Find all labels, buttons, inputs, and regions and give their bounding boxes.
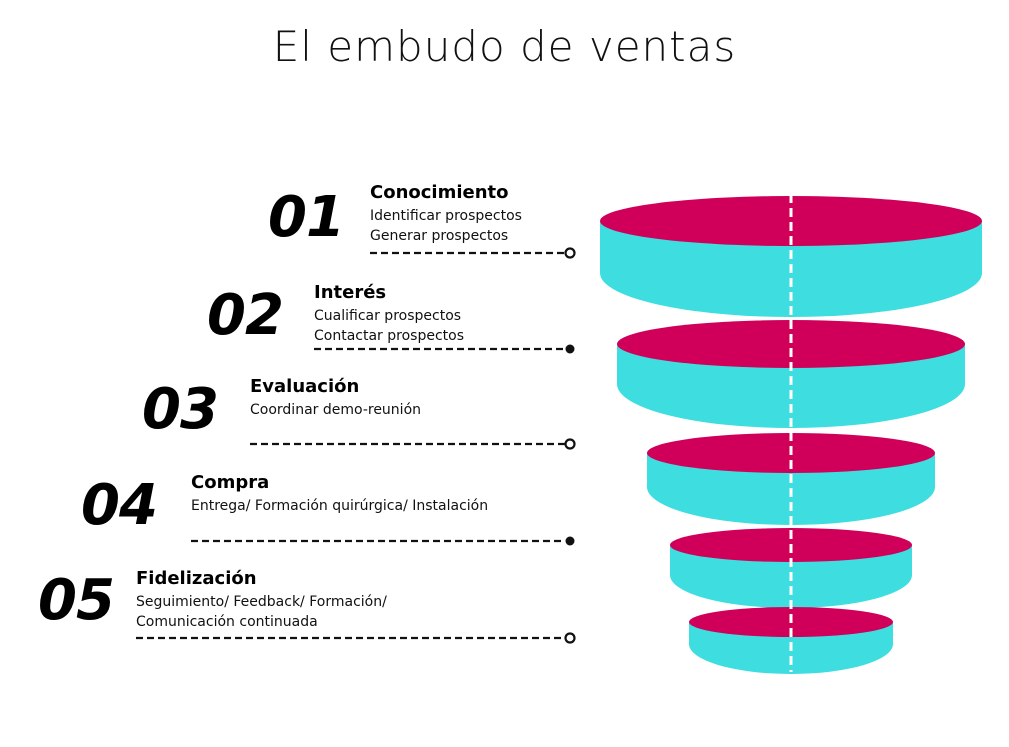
connector-dot xyxy=(564,438,576,450)
step-text-block: Conocimiento Identificar prospectos Gene… xyxy=(370,182,522,246)
funnel-layer-top xyxy=(617,320,965,368)
step-heading: Conocimiento xyxy=(370,182,509,203)
step-number: 05 xyxy=(38,568,115,633)
step-number: 02 xyxy=(207,283,284,348)
step-detail: Generar prospectos xyxy=(370,228,509,244)
step-heading: Evaluación xyxy=(250,376,360,397)
page-title: El embudo de ventas xyxy=(272,22,737,71)
step-text-block: Evaluación Coordinar demo-reunión xyxy=(250,376,421,420)
step-detail: Coordinar demo-reunión xyxy=(250,402,422,418)
funnel-layer-side xyxy=(617,344,965,428)
step-text-block: Fidelización Seguimiento/ Feedback/ Form… xyxy=(136,568,387,632)
step-detail: Entrega/ Formación quirúrgica/ Instalaci… xyxy=(191,498,489,514)
step-detail: Identificar prospectos xyxy=(370,208,522,224)
connector-dot xyxy=(564,247,576,259)
step-heading: Fidelización xyxy=(136,568,257,589)
step-detail: Seguimiento/ Feedback/ Formación/ xyxy=(136,594,387,610)
step-number: 01 xyxy=(268,185,345,250)
step-number: 04 xyxy=(81,473,158,538)
step-heading: Compra xyxy=(191,472,270,493)
connector-dot xyxy=(565,344,575,354)
step-detail: Contactar prospectos xyxy=(314,328,464,344)
step-number: 03 xyxy=(142,377,219,442)
step-detail: Cualificar prospectos xyxy=(314,308,462,324)
step-detail: Comunicación continuada xyxy=(136,614,318,630)
step-heading: Interés xyxy=(314,282,387,303)
funnel-layer-top xyxy=(600,196,982,246)
step-text-block: Compra Entrega/ Formación quirúrgica/ In… xyxy=(191,472,488,516)
step-text-block: Interés Cualificar prospectos Contactar … xyxy=(314,282,464,346)
connector-dot xyxy=(564,632,576,644)
connector-dot xyxy=(565,536,575,546)
